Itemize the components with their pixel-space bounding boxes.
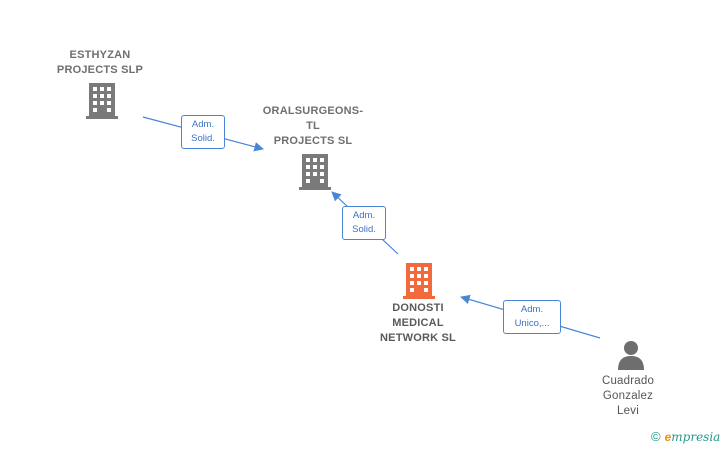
edge-label-line1: Adm.	[520, 304, 544, 315]
node-label-oralsurgeons[interactable]: ORALSURGEONS- TL PROJECTS SL	[262, 105, 364, 147]
building-icon-highlighted[interactable]	[403, 263, 435, 299]
edge-label-line2: Unico,...	[514, 318, 550, 329]
edge-label-donosti-oralsurgeons: Adm. Solid.	[342, 206, 386, 240]
person-icon[interactable]	[616, 340, 646, 370]
brand-logo-initial: e	[664, 429, 672, 444]
edge-label-cuadrado-donosti: Adm. Unico,...	[503, 300, 561, 334]
brand-logo: empresia	[665, 430, 721, 444]
edge-label-line2: Solid.	[352, 224, 376, 235]
building-icon[interactable]	[86, 83, 118, 119]
copyright-icon: ©	[651, 429, 661, 444]
node-label-esthyzan[interactable]: ESTHYZAN PROJECTS SLP	[56, 49, 144, 76]
building-icon[interactable]	[299, 154, 331, 190]
edge-label-line2: Solid.	[191, 133, 215, 144]
empresia-footer[interactable]: © empresia	[651, 429, 720, 444]
edge-label-line1: Adm.	[191, 119, 215, 130]
edge-label-line1: Adm.	[352, 210, 376, 221]
node-label-cuadrado[interactable]: Cuadrado Gonzalez Levi	[601, 375, 655, 417]
edge-label-esthyzan-oralsurgeons: Adm. Solid.	[181, 115, 225, 149]
node-label-donosti[interactable]: DONOSTI MEDICAL NETWORK SL	[380, 302, 456, 344]
brand-logo-text: mpresia	[671, 429, 721, 444]
